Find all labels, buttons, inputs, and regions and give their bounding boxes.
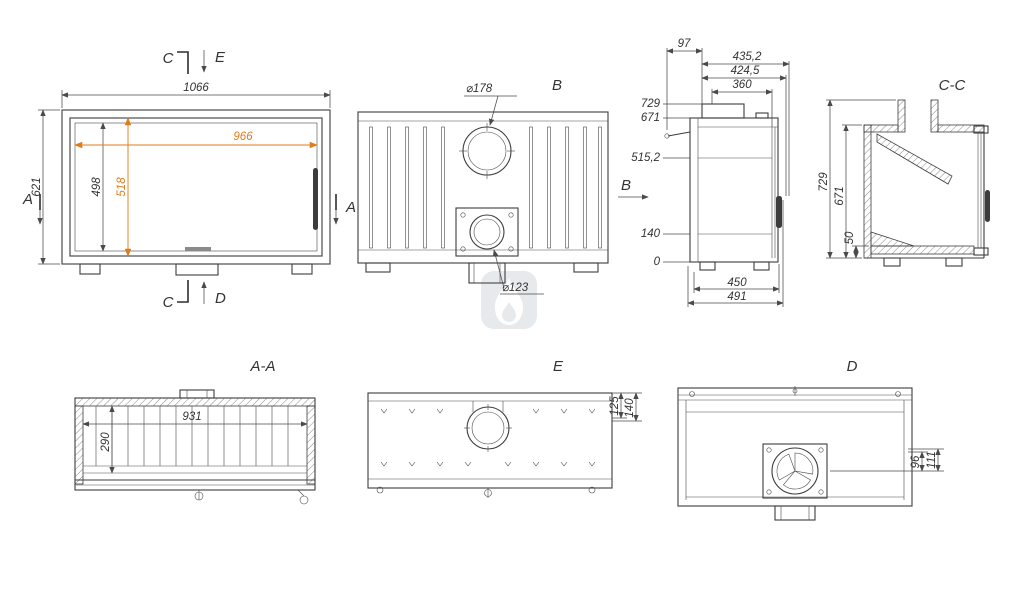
side-foot-left (699, 261, 716, 271)
e-rivet-marks (380, 408, 596, 467)
section-c-mark-bottom (177, 280, 189, 303)
intake-fan-flange (762, 443, 828, 499)
cc-foot-right (945, 257, 963, 267)
fan-blade (776, 453, 796, 481)
d-bottom-stub (774, 505, 816, 521)
marker-a-left: A (22, 191, 33, 208)
flame-inner-icon (502, 302, 516, 322)
aa-liner-slats (95, 406, 289, 466)
marker-d: D (215, 290, 226, 307)
dim-aa-290: 290 (100, 432, 112, 453)
dim-height-0: 0 (654, 256, 661, 268)
section-d-view: 96 111 D (677, 358, 944, 521)
dim-flue-offset: 97 (678, 38, 691, 50)
rear-view: ⌀178 B ⌀123 (357, 77, 609, 295)
foot-left (79, 263, 101, 275)
top-latch (755, 112, 769, 119)
dim-height-140: 140 (641, 228, 661, 240)
dim-cc-729: 729 (818, 172, 830, 192)
dim-e-125: 125 (609, 396, 621, 416)
cc-foot-left (883, 257, 901, 267)
dim-flue-diameter: ⌀178 (466, 83, 493, 95)
dim-cc-671: 671 (834, 186, 846, 205)
dim-height-729: 729 (641, 98, 661, 110)
dim-depth-450: 450 (727, 277, 747, 289)
dim-depth-360: 360 (732, 79, 752, 91)
dim-front-outer-width: 1066 (183, 82, 209, 94)
dim-firebox-height: 518 (116, 177, 128, 197)
section-cc-label: C-C (939, 77, 966, 94)
damper-lever (667, 131, 691, 137)
section-aa-label: A-A (249, 358, 275, 375)
side-foot-right (753, 261, 770, 271)
flame-icon (495, 278, 523, 325)
brand-watermark (481, 271, 537, 329)
marker-e: E (215, 49, 226, 66)
dim-height-515: 515,2 (631, 152, 660, 164)
section-e-label: E (553, 358, 564, 375)
dim-glass-height: 498 (91, 177, 103, 197)
dim-intake-diameter: ⌀123 (502, 282, 529, 294)
door-handle (313, 168, 318, 230)
rear-view-label: B (552, 77, 562, 94)
marker-c-top: C (163, 50, 174, 67)
dim-depth-body: 424,5 (731, 65, 760, 77)
aa-hinge-right (299, 495, 309, 505)
section-cc-view: 729 671 50 C-C (818, 77, 990, 267)
marker-a-right: A (345, 199, 356, 216)
section-d-label: D (847, 358, 858, 375)
dim-height-671: 671 (641, 112, 660, 124)
dim-cc-50: 50 (844, 231, 856, 244)
dim-inner-width: 966 (233, 131, 253, 143)
side-door-handle (776, 196, 782, 228)
side-flue-collar (701, 103, 745, 119)
dim-depth-total: 435,2 (733, 51, 762, 63)
flue-collar (459, 123, 515, 179)
dim-depth-491: 491 (727, 291, 746, 303)
fan-blade (782, 470, 812, 490)
foot-right (291, 263, 313, 275)
bottom-box (175, 263, 219, 276)
cc-door-handle (985, 190, 990, 222)
rear-louvers (369, 126, 602, 249)
section-c-mark-top (177, 51, 189, 74)
dim-d-111: 111 (926, 451, 938, 468)
fan-blade (794, 452, 814, 475)
rear-foot-left (365, 262, 391, 273)
front-view: 1066 621 498 518 966 C E C D A A (22, 49, 356, 311)
hearth-wedge (870, 231, 915, 247)
dim-front-outer-height: 621 (31, 177, 43, 196)
section-e-view: 125 140 E (367, 358, 642, 498)
side-view: 97 435,2 424,5 360 729 671 515,2 140 0 B… (618, 38, 790, 307)
e-flue-circle (464, 401, 512, 452)
dim-e-140: 140 (624, 398, 636, 418)
aa-top-stub (179, 389, 215, 399)
baffle-plate (876, 133, 953, 185)
marker-c-bottom: C (163, 294, 174, 311)
dim-aa-931: 931 (182, 411, 201, 423)
air-intake-plate (455, 207, 519, 257)
section-aa-view: 931 290 A-A (74, 358, 316, 505)
side-view-label: B (621, 177, 631, 194)
rear-foot-right (573, 262, 599, 273)
door-latch (185, 247, 211, 251)
dim-d-96: 96 (910, 455, 922, 468)
